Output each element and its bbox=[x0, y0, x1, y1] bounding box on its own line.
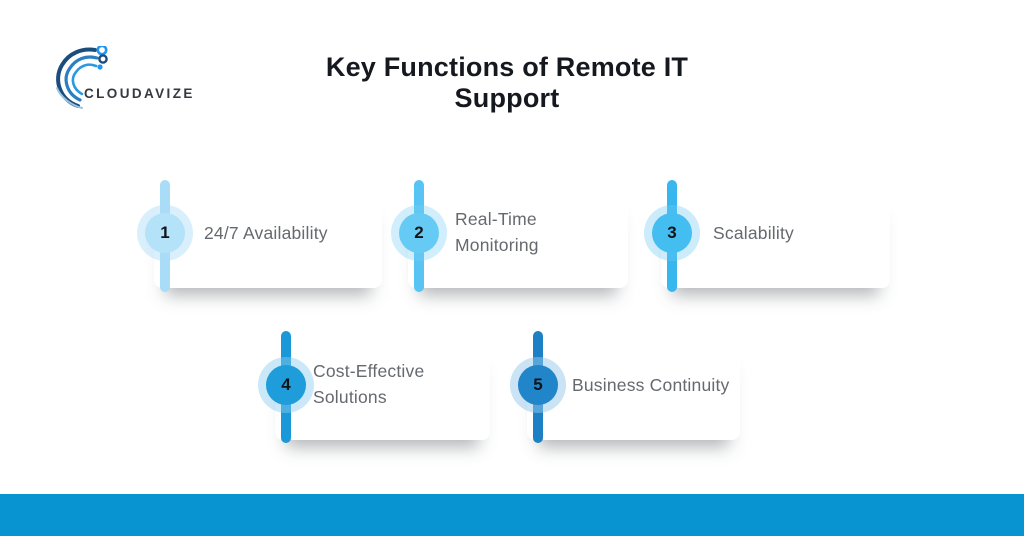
page-title-line1: Key Functions of Remote IT bbox=[325, 52, 689, 82]
cloudavize-logo: CLOUDAVIZE bbox=[50, 44, 270, 116]
item-card-3 bbox=[661, 190, 890, 288]
item-label-5: Business Continuity bbox=[572, 375, 730, 395]
item-badge-1: 1 bbox=[137, 205, 193, 261]
item-badge-4: 4 bbox=[258, 357, 314, 413]
item-card-4 bbox=[275, 342, 490, 440]
item-badge-2: 2 bbox=[391, 205, 447, 261]
badge-number: 3 bbox=[652, 213, 692, 253]
item-label-1: 24/7 Availability bbox=[204, 223, 328, 243]
item-label-4: Cost-Effective Solutions bbox=[313, 361, 425, 407]
page-title: Key Functions of Remote IT Support bbox=[257, 52, 757, 114]
badge-number: 2 bbox=[399, 213, 439, 253]
cloudavize-swoosh-icon bbox=[56, 46, 108, 109]
item-label-3: Scalability bbox=[713, 223, 794, 243]
item-card-1 bbox=[154, 190, 382, 288]
brand-wordmark: CLOUDAVIZE bbox=[84, 86, 195, 101]
badge-number: 5 bbox=[518, 365, 558, 405]
page-title-line2: Support bbox=[454, 83, 560, 113]
badge-number: 1 bbox=[145, 213, 185, 253]
item-badge-5: 5 bbox=[510, 357, 566, 413]
footer-accent-bar bbox=[0, 494, 1024, 536]
badge-number: 4 bbox=[266, 365, 306, 405]
item-card-2 bbox=[408, 190, 628, 288]
item-badge-3: 3 bbox=[644, 205, 700, 261]
item-label-2: Real-Time Monitoring bbox=[455, 209, 539, 255]
